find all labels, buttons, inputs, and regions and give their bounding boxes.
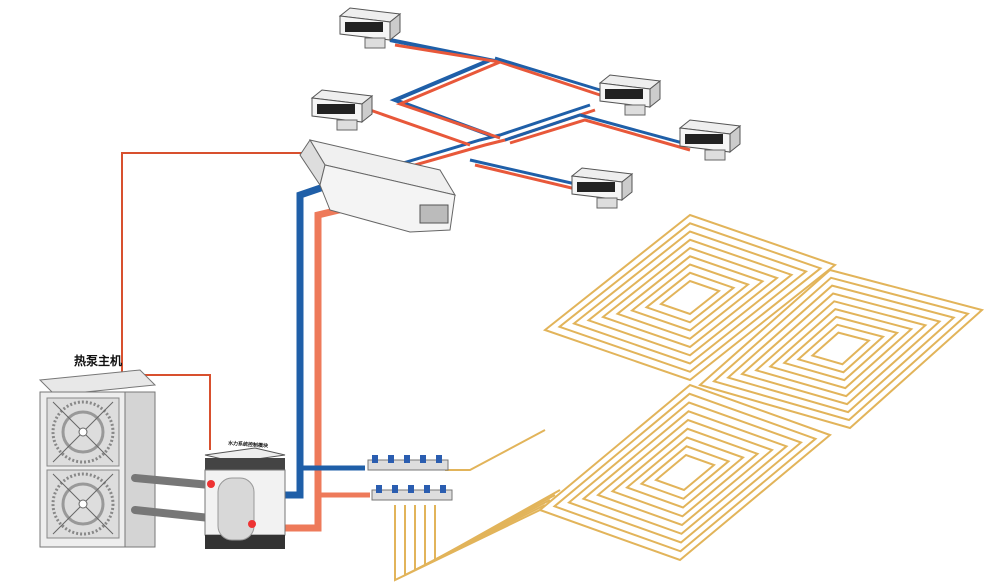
manifold-valve [376, 485, 382, 493]
floor-coil-loop [610, 427, 760, 518]
floor-coil-loop [740, 292, 942, 406]
floor-coil-loop [711, 276, 970, 422]
supply-riser-pipe [280, 201, 361, 532]
floor-coil-loop [629, 263, 751, 332]
air-handling-unit [299, 139, 457, 233]
manifold-valve [424, 485, 430, 493]
refrigerant-pipe [131, 506, 214, 522]
floor-coil-loop [796, 323, 886, 374]
fan-icon [46, 469, 120, 539]
floor-coil-loop [639, 445, 731, 500]
floor-coil-loop [600, 246, 780, 349]
heat-pump-unit [38, 369, 157, 548]
hydraulic-module [204, 447, 286, 549]
floor-coil-loop [567, 401, 803, 544]
floor-coil-loop [726, 284, 956, 414]
distribution-pipes [369, 38, 691, 192]
fan-coil-units [310, 7, 742, 209]
floor-coil-loop [644, 271, 736, 324]
floor-coil-loop [557, 222, 823, 373]
fan-icon [46, 397, 120, 467]
floor-coil-loop [596, 418, 774, 527]
floor-feed-pipes [394, 429, 561, 582]
floor-coil-loop [586, 238, 794, 357]
fan-coil-unit [570, 167, 634, 209]
manifold-valve [392, 485, 398, 493]
floor-coil-loop [754, 300, 928, 398]
fan-coil-unit [338, 7, 402, 49]
manifold-valve [404, 455, 410, 463]
floor-coil-loop [615, 255, 765, 340]
fan-coil-unit [598, 74, 662, 116]
floor-coil-loop [571, 230, 809, 365]
manifold-valve [420, 455, 426, 463]
floor-coil-loop [581, 410, 789, 535]
floor-coil-loop [538, 383, 832, 562]
manifold-valve [388, 455, 394, 463]
floor-coil-loop [625, 436, 745, 509]
floor-coil-loop [782, 315, 900, 382]
fan-coil-unit [678, 119, 742, 161]
floor-coil-loop [810, 331, 871, 366]
floor-heating-manifold [367, 455, 453, 501]
floor-coil-loop [552, 392, 818, 553]
floor-heating-coils [538, 213, 985, 562]
manifold-valve [408, 485, 414, 493]
refrigerant-pipe [131, 474, 214, 489]
manifold-valve [372, 455, 378, 463]
floor-coil-loop [658, 279, 722, 316]
heat-pump-unit-label: 热泵主机 [74, 354, 123, 368]
fan-coil-unit [310, 89, 374, 131]
floor-coil-loop [697, 268, 985, 430]
floor-coil-loop [768, 307, 914, 390]
floor-coil-loop [542, 213, 838, 382]
manifold-valve [436, 455, 442, 463]
manifold-valve [440, 485, 446, 493]
floor-coil-loop [654, 453, 716, 492]
